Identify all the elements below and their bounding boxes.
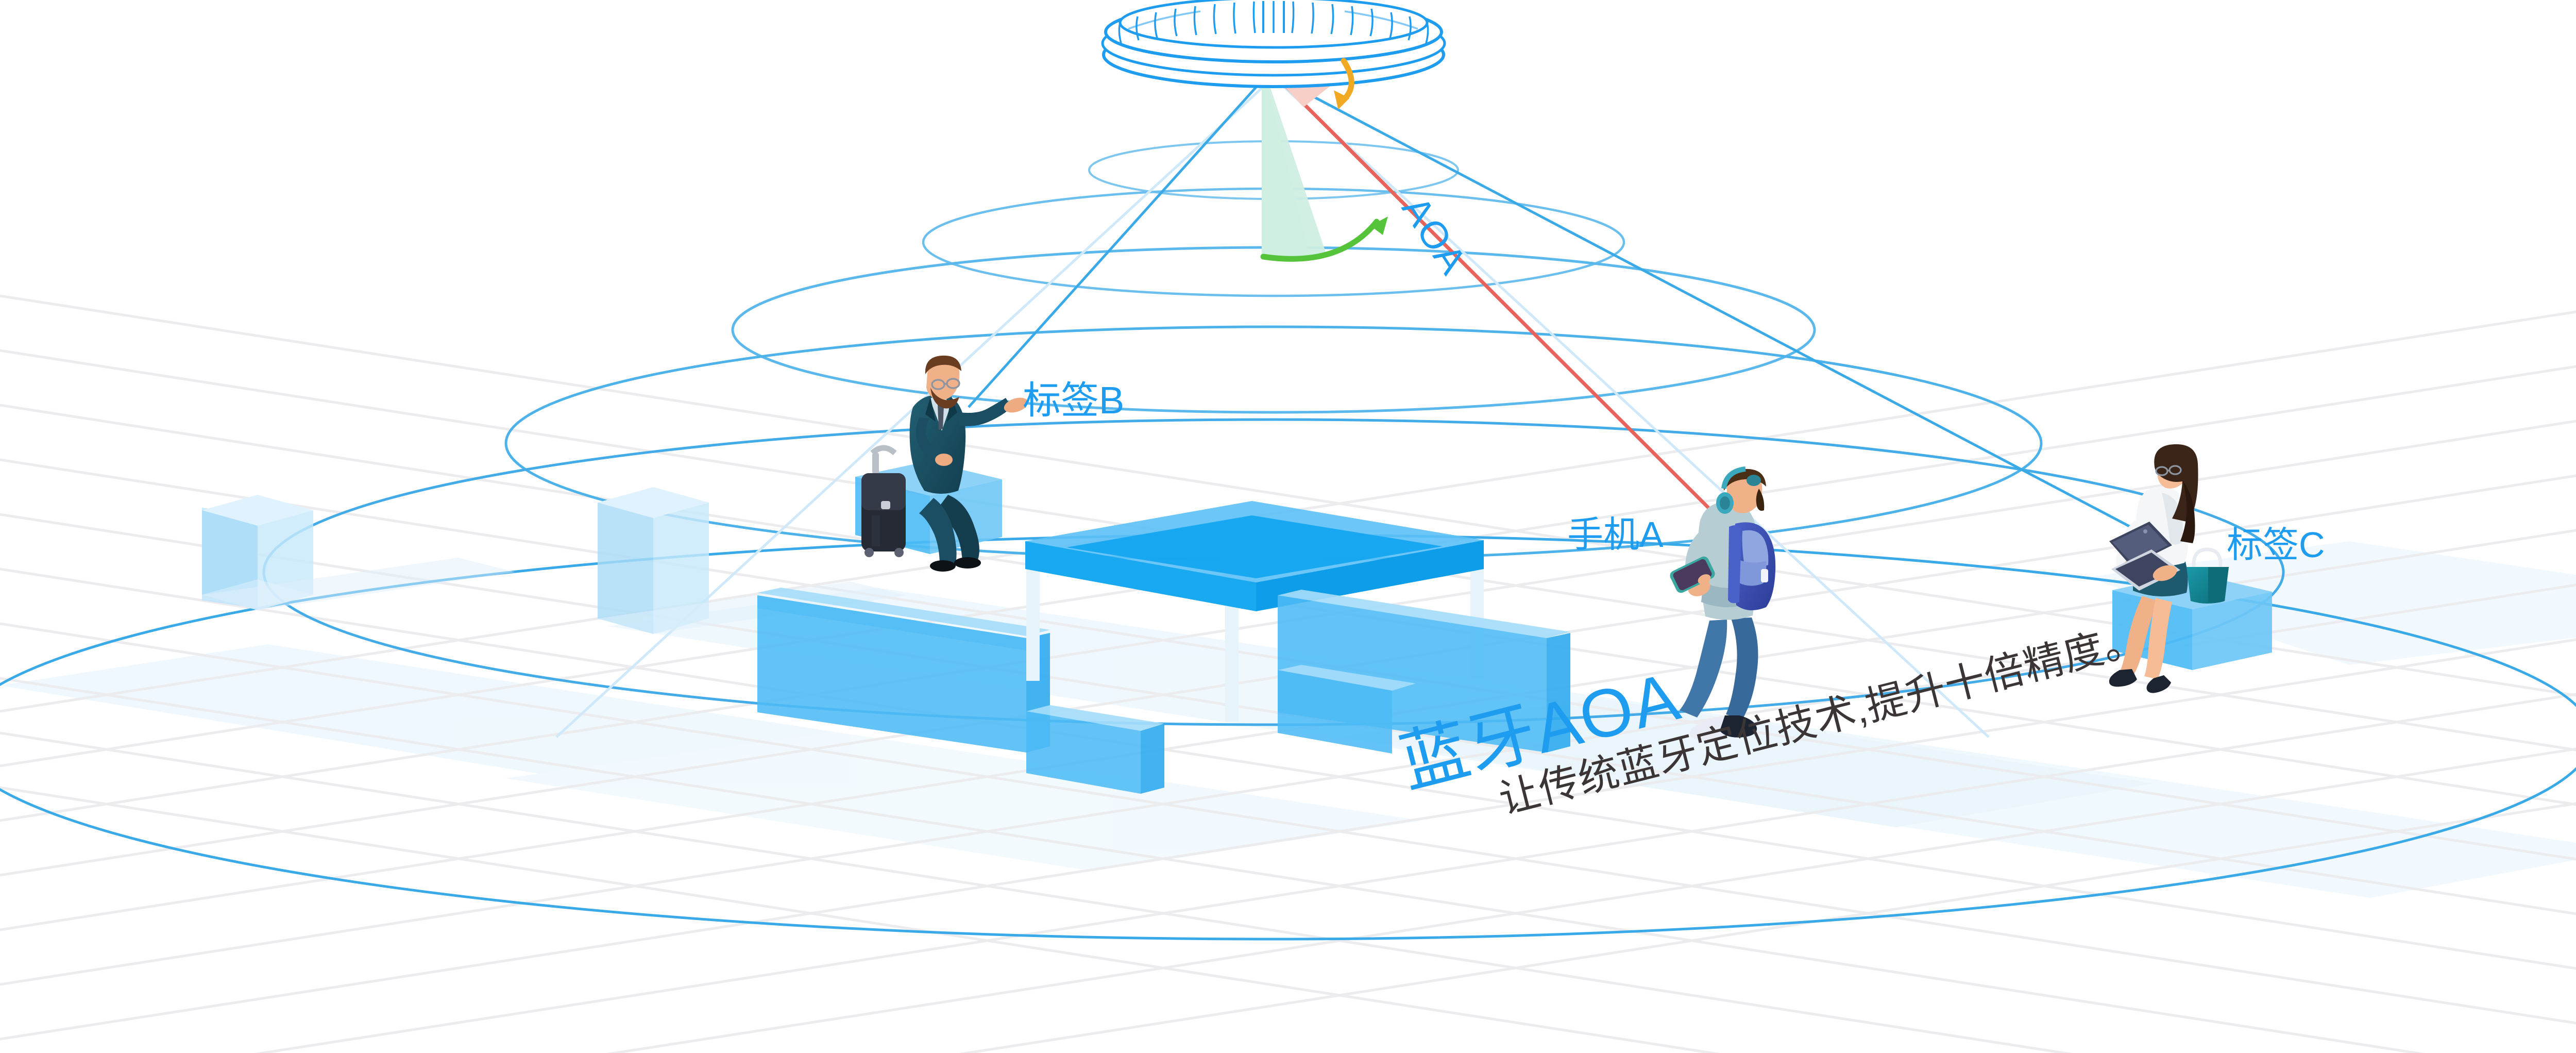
headphones [1716,466,1761,514]
pillar-center-left [598,487,709,634]
aoa-antenna-array [1101,0,1446,88]
table-center [1025,501,1484,722]
link-antenna-to-tag-b [968,70,1272,408]
smartphone [1670,556,1715,593]
link-antenna-to-tag-c [1276,76,2139,532]
pillar-left [202,495,313,610]
label-tag-b: 标签B [1023,379,1125,422]
antenna-ribs [1118,1,1429,44]
seated-woman-with-laptop [2109,444,2229,693]
handbag [2187,547,2229,604]
walking-man-with-phone [1670,466,1776,741]
elevation-sector-wide [1262,62,1327,257]
bench-right [1278,590,1570,754]
isometric-floor-grid [0,294,2576,1053]
pillar-shadows [202,558,907,634]
seated-businessman-with-suitcase [861,355,1028,572]
laptop [2109,522,2180,591]
rolling-suitcase [861,445,906,557]
label-phone-a: 手机A [1567,514,1664,555]
bench-left [757,588,1164,794]
aoa-ray [1260,60,1718,517]
signal-links [968,70,2139,532]
elevation-arrow [1260,219,1380,262]
angle-arrows [1260,58,1388,262]
label-tag-c: 标签C [2227,525,2325,565]
